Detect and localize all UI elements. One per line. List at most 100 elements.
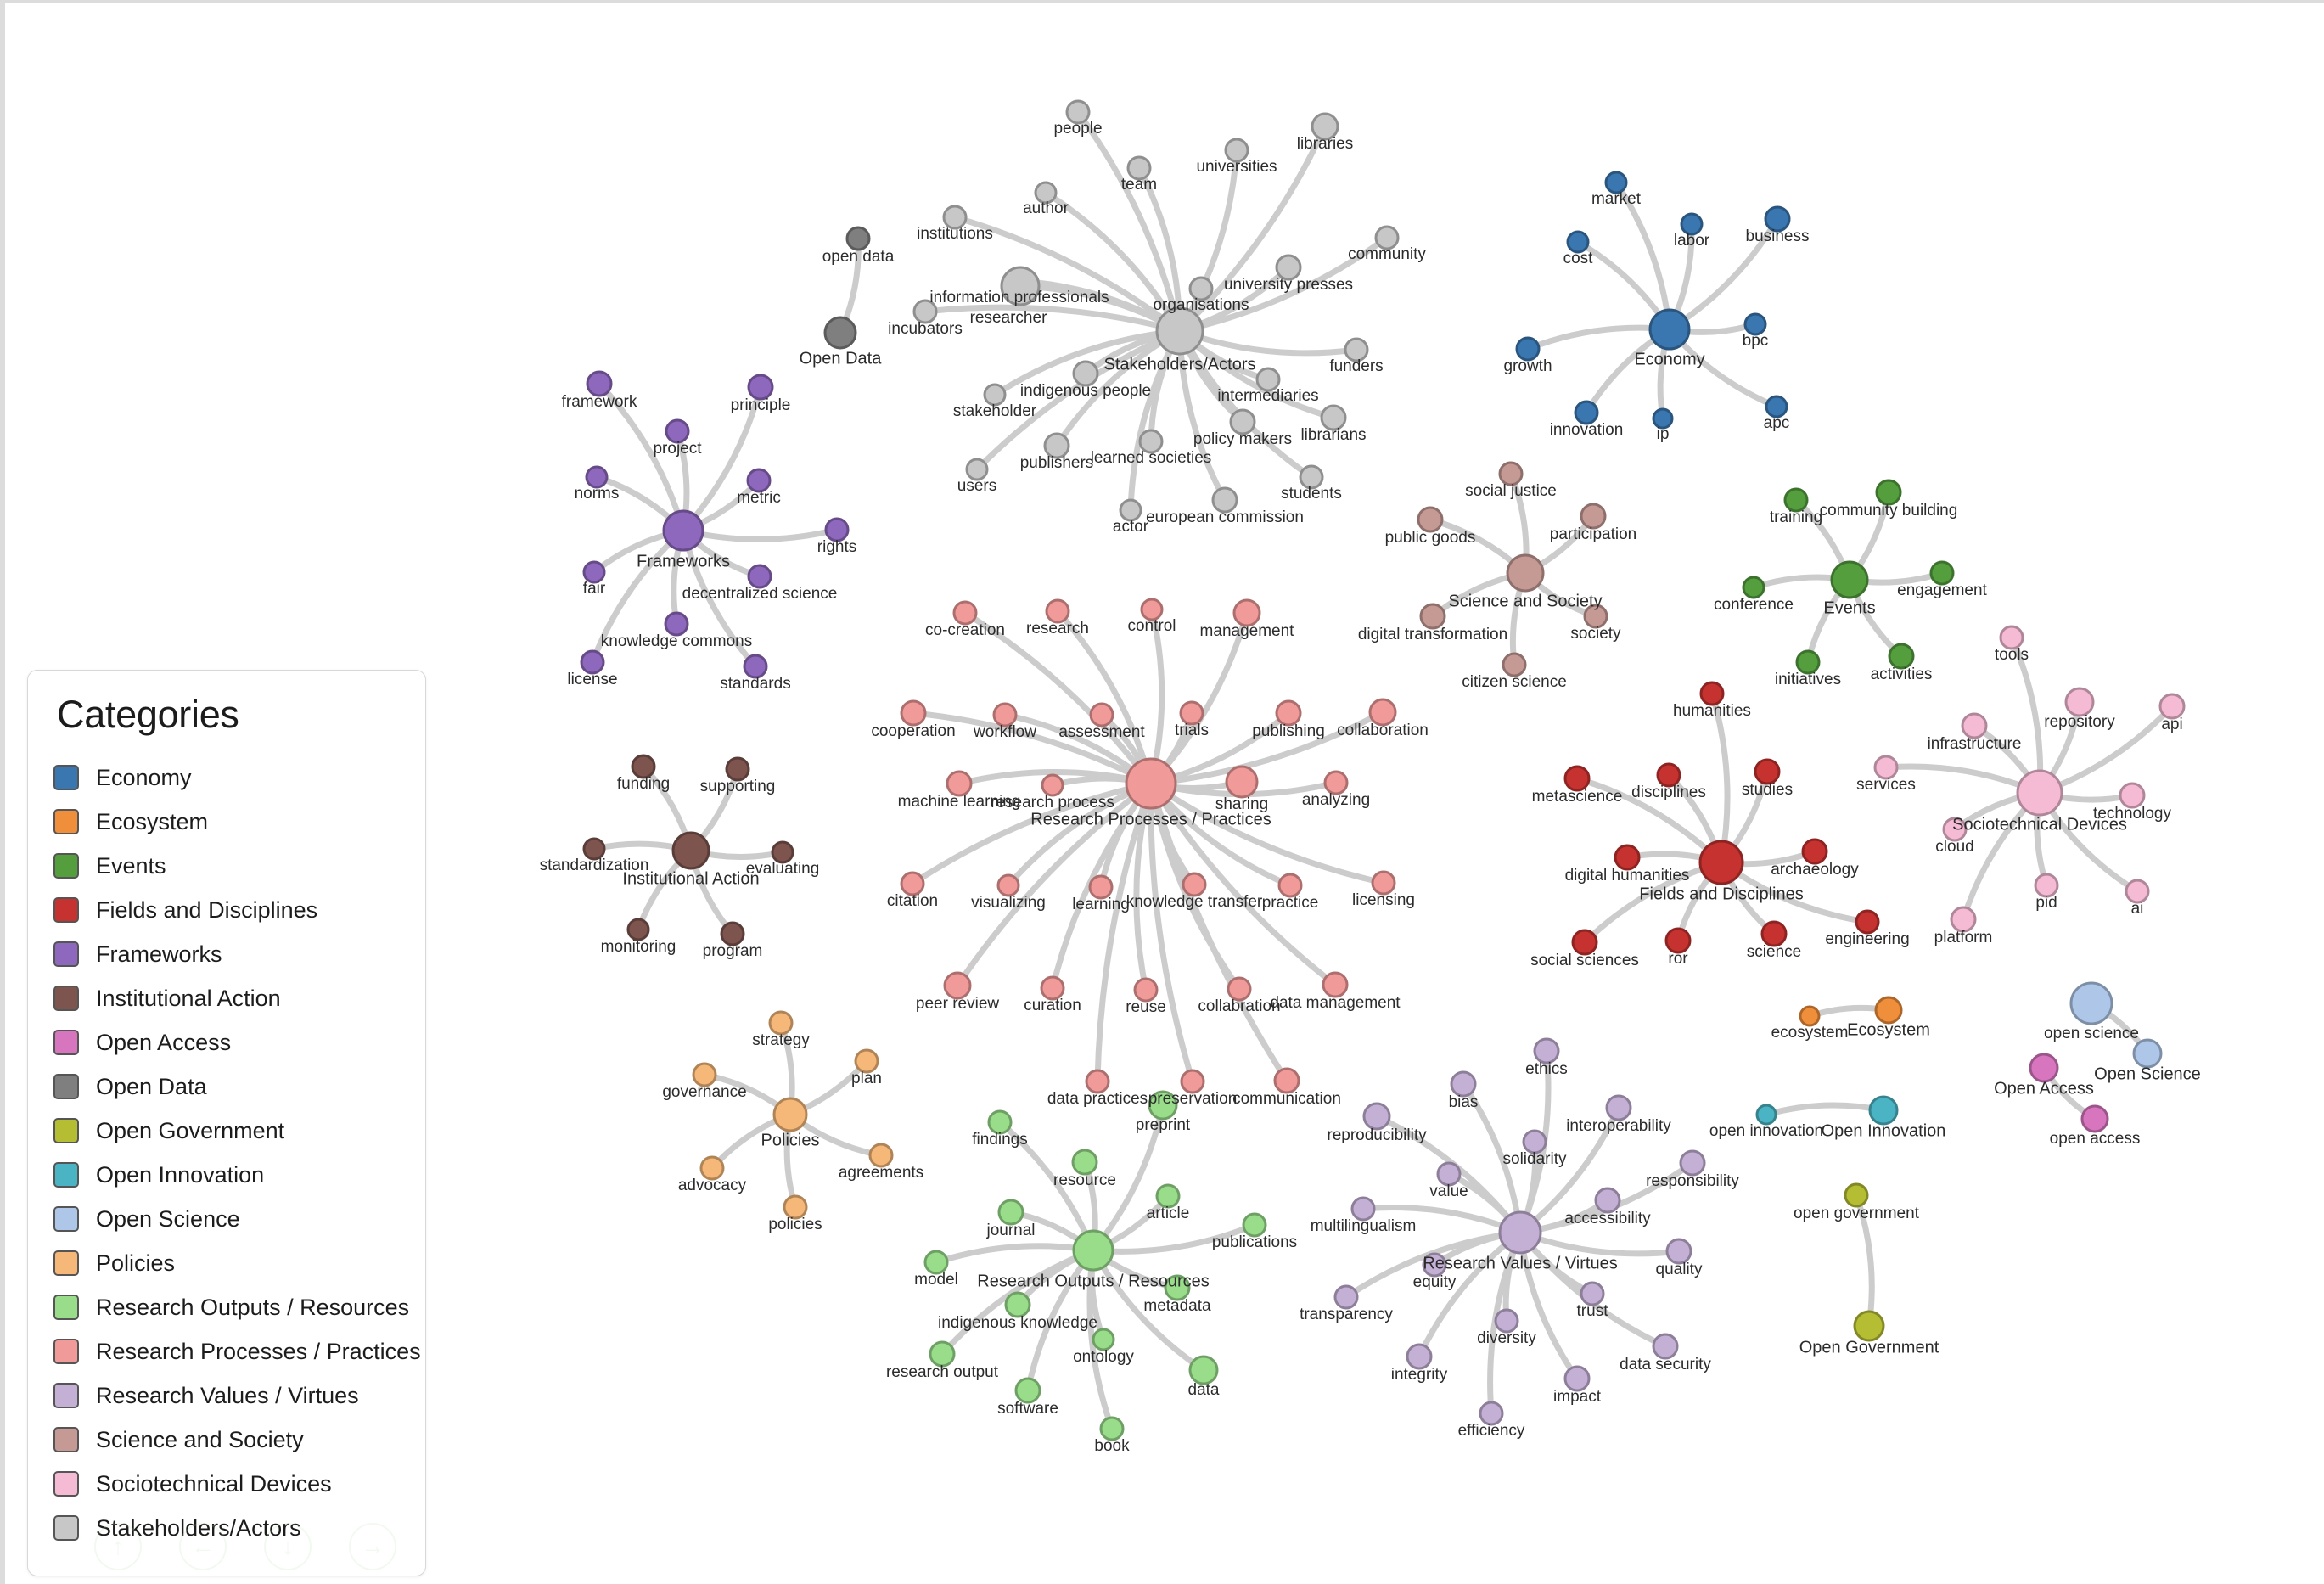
- graph-node-metadata[interactable]: [1164, 1274, 1191, 1301]
- graph-node-multilingualism[interactable]: [1350, 1196, 1376, 1222]
- graph-node-team[interactable]: [1126, 155, 1152, 181]
- graph-node-standardization[interactable]: [582, 837, 606, 861]
- graph-node-initiatives[interactable]: [1795, 649, 1821, 675]
- graph-hub-node-research-values-virtues[interactable]: [1498, 1210, 1542, 1255]
- graph-node-management[interactable]: [1232, 598, 1261, 627]
- legend-item-science-and-society[interactable]: Science and Society: [53, 1418, 400, 1462]
- graph-node-pid[interactable]: [2034, 873, 2059, 898]
- graph-node-quality[interactable]: [1665, 1238, 1692, 1265]
- graph-node-preservation[interactable]: [1180, 1069, 1205, 1094]
- graph-node-tools[interactable]: [1999, 625, 2024, 650]
- legend-item-research-outputs-resources[interactable]: Research Outputs / Resources: [53, 1285, 409, 1329]
- graph-node-platform[interactable]: [1950, 906, 1977, 933]
- graph-hub-node-institutional-action[interactable]: [671, 831, 710, 870]
- graph-node-efficiency[interactable]: [1479, 1401, 1504, 1426]
- graph-node-research-process[interactable]: [1041, 773, 1064, 797]
- legend-item-fields-and-disciplines[interactable]: Fields and Disciplines: [53, 888, 400, 932]
- graph-node-activities[interactable]: [1888, 643, 1915, 670]
- graph-node-bpc[interactable]: [1743, 312, 1767, 336]
- legend-item-events[interactable]: Events: [53, 844, 400, 888]
- graph-node-community[interactable]: [1374, 225, 1400, 250]
- graph-node-reproducibility[interactable]: [1362, 1102, 1391, 1131]
- graph-node-machine-learning[interactable]: [946, 770, 973, 797]
- graph-node-metascience[interactable]: [1563, 765, 1591, 792]
- graph-node-api[interactable]: [2158, 693, 2186, 720]
- graph-node-engagement[interactable]: [1929, 560, 1955, 586]
- graph-node-publishing[interactable]: [1275, 699, 1302, 727]
- graph-node-librarians[interactable]: [1320, 404, 1347, 431]
- graph-node-value[interactable]: [1436, 1161, 1462, 1187]
- graph-hub-node-fields-and-disciplines[interactable]: [1698, 840, 1744, 885]
- graph-node-publications[interactable]: [1242, 1212, 1267, 1238]
- graph-node-humanities[interactable]: [1699, 681, 1725, 706]
- graph-hub-node-research-outputs-resources[interactable]: [1072, 1229, 1114, 1272]
- legend-item-open-innovation[interactable]: Open Innovation: [53, 1153, 400, 1197]
- graph-node-community-building[interactable]: [1875, 479, 1902, 506]
- graph-node-accessibility[interactable]: [1594, 1187, 1621, 1214]
- graph-node-society[interactable]: [1583, 604, 1608, 629]
- graph-node-collaboration[interactable]: [1368, 698, 1397, 727]
- graph-node-evaluating[interactable]: [771, 840, 794, 864]
- graph-node-policy-makers[interactable]: [1229, 408, 1256, 435]
- graph-node-assessment[interactable]: [1089, 702, 1114, 727]
- graph-hub-node-open-access[interactable]: [2029, 1053, 2059, 1083]
- graph-node-organisations[interactable]: [1188, 276, 1214, 301]
- graph-node-social-sciences[interactable]: [1571, 929, 1598, 956]
- graph-node-studies[interactable]: [1754, 758, 1781, 785]
- graph-node-citation[interactable]: [900, 871, 925, 896]
- legend-item-open-access[interactable]: Open Access: [53, 1020, 400, 1064]
- graph-node-intermediaries[interactable]: [1255, 367, 1281, 392]
- graph-node-researcher[interactable]: [1000, 266, 1041, 306]
- graph-node-data-management[interactable]: [1322, 971, 1349, 998]
- graph-node-knowledge-transfer[interactable]: [1182, 872, 1207, 897]
- graph-node-universities[interactable]: [1224, 138, 1249, 163]
- graph-node-governance[interactable]: [692, 1062, 717, 1087]
- graph-hub-node-open-science[interactable]: [2132, 1038, 2163, 1069]
- graph-node-citizen-science[interactable]: [1502, 652, 1527, 677]
- graph-node-open-science[interactable]: [2069, 981, 2113, 1025]
- graph-node-peer-review[interactable]: [943, 971, 972, 1000]
- graph-node-workflow[interactable]: [992, 702, 1018, 727]
- legend-item-ecosystem[interactable]: Ecosystem: [53, 800, 400, 844]
- graph-node-open-access[interactable]: [2080, 1104, 2109, 1133]
- graph-node-author[interactable]: [1034, 181, 1058, 205]
- graph-node-interoperability[interactable]: [1605, 1094, 1632, 1121]
- legend-item-economy[interactable]: Economy: [53, 755, 400, 800]
- graph-node-ecosystem[interactable]: [1799, 1005, 1821, 1027]
- graph-node-social-justice[interactable]: [1498, 461, 1524, 486]
- graph-node-transparency[interactable]: [1333, 1284, 1359, 1310]
- graph-hub-node-open-data[interactable]: [823, 316, 857, 350]
- graph-node-conference[interactable]: [1742, 576, 1765, 599]
- graph-node-plan[interactable]: [854, 1048, 879, 1074]
- graph-node-project[interactable]: [665, 418, 690, 444]
- graph-node-rights[interactable]: [824, 517, 850, 542]
- graph-node-model[interactable]: [923, 1250, 949, 1275]
- graph-hub-node-open-government[interactable]: [1853, 1310, 1885, 1342]
- graph-node-resource[interactable]: [1071, 1149, 1098, 1176]
- graph-node-cooperation[interactable]: [900, 699, 927, 727]
- graph-node-bias[interactable]: [1450, 1070, 1477, 1098]
- graph-node-monitoring[interactable]: [626, 918, 650, 941]
- graph-node-trials[interactable]: [1179, 700, 1204, 726]
- graph-node-sharing[interactable]: [1225, 765, 1259, 799]
- graph-node-solidarity[interactable]: [1522, 1129, 1547, 1154]
- graph-node-digital-humanities[interactable]: [1614, 844, 1641, 871]
- graph-node-science[interactable]: [1760, 920, 1788, 947]
- graph-node-people[interactable]: [1065, 99, 1091, 125]
- graph-node-funders[interactable]: [1344, 337, 1369, 362]
- graph-node-ethics[interactable]: [1533, 1037, 1560, 1064]
- graph-hub-node-sociotechnical-devices[interactable]: [2016, 769, 2063, 817]
- graph-node-learned-societies[interactable]: [1138, 429, 1164, 454]
- graph-node-communication[interactable]: [1273, 1067, 1300, 1094]
- graph-node-diversity[interactable]: [1494, 1308, 1519, 1334]
- graph-node-control[interactable]: [1140, 598, 1164, 621]
- graph-node-digital-transformation[interactable]: [1419, 603, 1446, 630]
- graph-node-findings[interactable]: [987, 1109, 1013, 1135]
- graph-hub-node-stakeholders-actors[interactable]: [1155, 306, 1204, 356]
- graph-node-licensing[interactable]: [1371, 870, 1396, 896]
- graph-node-university-presses[interactable]: [1275, 254, 1302, 281]
- graph-node-innovation[interactable]: [1574, 400, 1599, 425]
- graph-node-engineering[interactable]: [1855, 909, 1880, 935]
- graph-node-growth[interactable]: [1515, 336, 1541, 362]
